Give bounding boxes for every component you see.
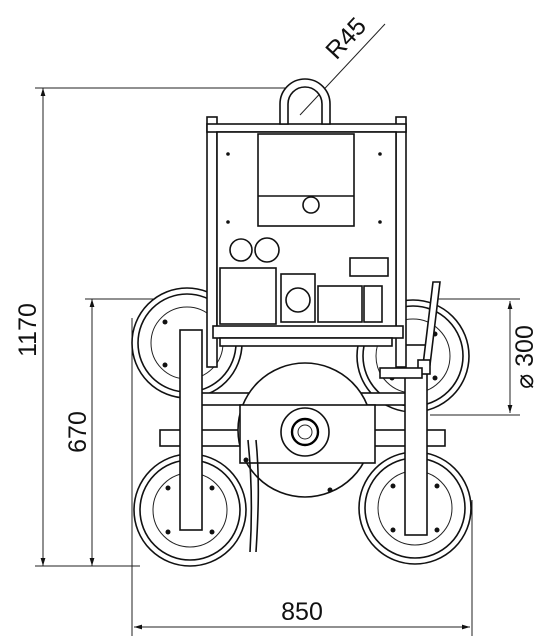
dimension-width-total: 850 — [131, 318, 473, 636]
hose — [247, 439, 260, 553]
dimension-pad-diameter-label: ⌀ 300 — [511, 325, 539, 389]
dimension-height-total-label: 1170 — [14, 303, 42, 357]
dimension-radius: R45 — [299, 12, 386, 116]
dimension-height-total: 1170 — [14, 87, 300, 567]
dimension-height-pads-label: 670 — [64, 411, 92, 453]
lifting-eye — [279, 78, 331, 125]
rotation-disc — [237, 362, 376, 498]
dimension-pad-diameter: ⌀ 300 — [430, 298, 539, 416]
dimension-radius-label: R45 — [320, 12, 372, 65]
dimension-height-pads: 670 — [64, 298, 230, 566]
control-lever — [379, 281, 441, 379]
dimension-width-total-label: 850 — [281, 598, 323, 626]
main-housing — [206, 116, 407, 368]
